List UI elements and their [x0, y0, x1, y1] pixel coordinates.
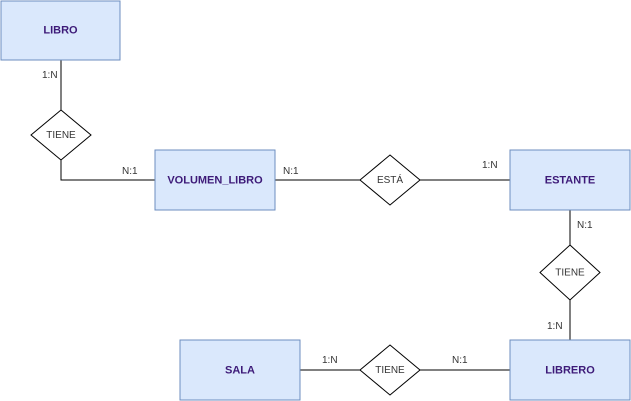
- relationship-tiene-3-label: TIENE: [375, 365, 405, 376]
- relationship-tiene-1-label: TIENE: [46, 130, 76, 141]
- cardinalities: 1:N N:1 N:1 1:N N:1 1:N 1:N N:1: [42, 70, 593, 366]
- cardinality-tiene-volumen: N:1: [122, 166, 138, 177]
- cardinality-esta-estante: 1:N: [482, 160, 498, 171]
- cardinality-libro-tiene: 1:N: [42, 70, 58, 81]
- relationship-tiene-libro-volumen[interactable]: TIENE: [30, 109, 92, 161]
- entity-volumen-libro[interactable]: VOLUMEN_LIBRO: [154, 149, 276, 211]
- relationship-tiene-2-label: TIENE: [555, 268, 585, 279]
- entity-sala-label: SALA: [225, 364, 255, 376]
- entity-librero[interactable]: LIBRERO: [509, 339, 631, 401]
- entity-volumen-libro-label: VOLUMEN_LIBRO: [167, 174, 263, 186]
- edge-tiene-volumen: [60, 160, 155, 181]
- edges: [60, 60, 571, 371]
- entity-libro[interactable]: LIBRO: [0, 0, 121, 61]
- relationship-tiene-estante-librero[interactable]: TIENE: [539, 244, 601, 301]
- relationship-esta[interactable]: ESTÁ: [359, 154, 421, 206]
- relationship-tiene-sala-librero[interactable]: TIENE: [359, 344, 421, 396]
- entity-sala[interactable]: SALA: [179, 339, 301, 401]
- cardinality-estante-tiene: N:1: [577, 220, 593, 231]
- cardinality-volumen-esta: N:1: [283, 166, 299, 177]
- relationship-esta-label: ESTÁ: [377, 173, 403, 186]
- cardinality-tiene-librero-sala: N:1: [452, 355, 468, 366]
- entity-estante-label: ESTANTE: [545, 174, 596, 186]
- cardinality-tiene-librero: 1:N: [547, 321, 563, 332]
- entity-librero-label: LIBRERO: [545, 364, 595, 376]
- entity-estante[interactable]: ESTANTE: [509, 149, 631, 211]
- cardinality-sala-tiene: 1:N: [322, 355, 338, 366]
- entity-libro-label: LIBRO: [43, 24, 78, 36]
